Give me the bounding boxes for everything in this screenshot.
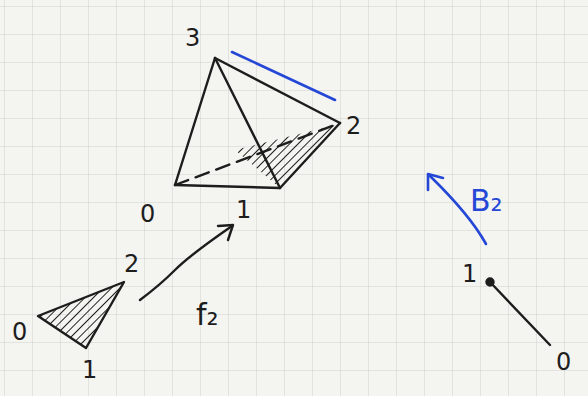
tetra-edge — [215, 58, 280, 188]
vertex-label: 2 — [124, 252, 139, 276]
segment — [490, 282, 550, 345]
tetra-edge — [175, 185, 280, 188]
vertex-label: 1 — [236, 198, 251, 222]
vertex-label: 1 — [82, 358, 97, 382]
small-triangle — [38, 282, 124, 348]
vertex-label: 0 — [556, 350, 571, 374]
tetra-hidden-edge — [175, 123, 340, 185]
tetra-edge — [215, 58, 340, 123]
arrow-head — [428, 174, 443, 190]
vertex-label: 2 — [346, 114, 361, 138]
map-arrow — [140, 226, 232, 300]
highlighted-edge — [232, 52, 335, 100]
vertex-label: 0 — [12, 320, 27, 344]
map-label: B₂ — [470, 186, 503, 216]
tetra-edge — [175, 58, 215, 185]
vertex-label: 1 — [462, 262, 477, 286]
vertex-dot — [487, 279, 494, 286]
arrow-head — [218, 225, 233, 240]
vertex-label: 3 — [185, 26, 200, 50]
vertex-label: 0 — [140, 202, 155, 226]
tetra-edge — [280, 123, 340, 188]
map-label: f₂ — [196, 300, 219, 330]
